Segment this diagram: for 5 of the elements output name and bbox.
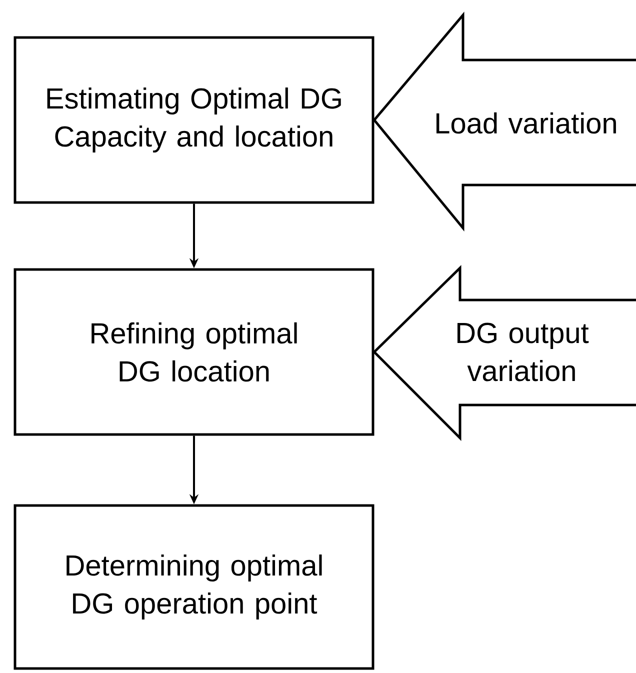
process-box: Determining optimal DG operation point (14, 504, 374, 670)
arrow-label: DG output variation (457, 322, 589, 382)
arrow-label: Load variation (436, 112, 616, 134)
process-box: Refining optimal DG location (14, 268, 374, 436)
process-box: Estimating Optimal DG Capacity and location (14, 36, 374, 204)
